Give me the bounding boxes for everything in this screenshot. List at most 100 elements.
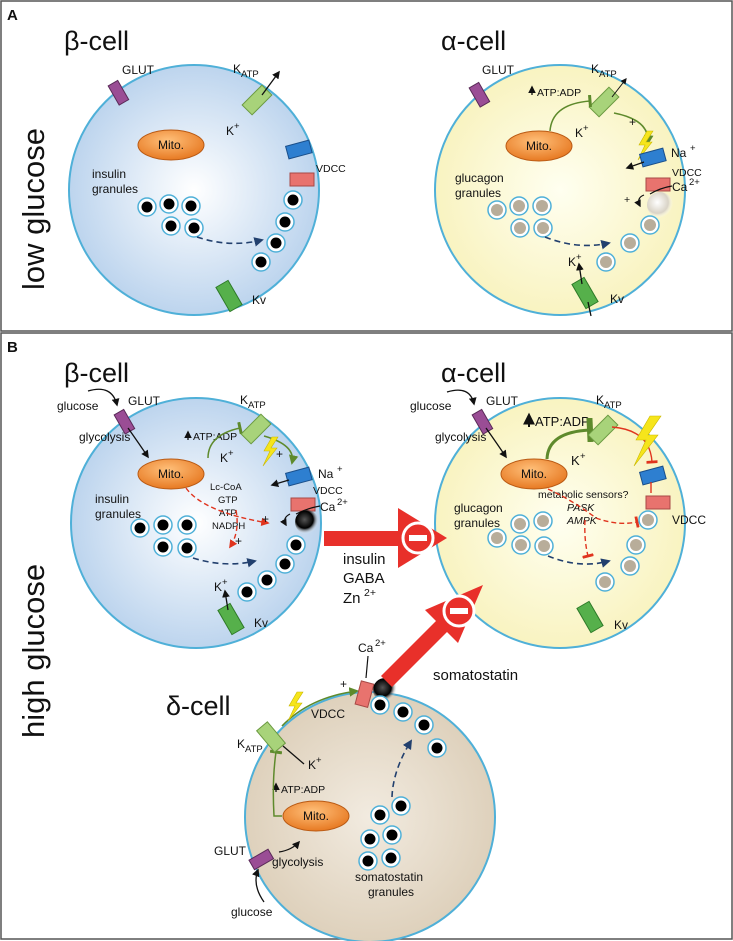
alpha-cell-body bbox=[434, 64, 686, 316]
delta-cell-title: δ-cell bbox=[166, 691, 231, 721]
kv-k-label: K bbox=[568, 255, 576, 269]
atp-adp-label: ATP:ADP bbox=[535, 414, 590, 429]
na-channel bbox=[638, 147, 667, 168]
somatostatin-granules bbox=[358, 695, 447, 871]
glucose-label: glucose bbox=[410, 399, 452, 413]
gtp-label: GTP bbox=[218, 495, 238, 506]
gaba-label: GABA bbox=[343, 570, 385, 587]
k-sup: + bbox=[228, 448, 234, 459]
atp-inhibit-line bbox=[269, 749, 283, 817]
glycolysis-label: glycolysis bbox=[79, 430, 130, 444]
k-label: K bbox=[308, 758, 316, 772]
granules-label-2: granules bbox=[92, 182, 138, 196]
depolarization-arrow bbox=[281, 687, 359, 727]
granules-label-1: glucagon bbox=[455, 171, 504, 185]
glucose-label: glucose bbox=[231, 905, 273, 919]
katp-label: K bbox=[240, 393, 248, 407]
katp-sub: ATP bbox=[241, 69, 259, 80]
granules-label-2: granules bbox=[368, 885, 414, 899]
vdcc-label: VDCC bbox=[311, 707, 345, 721]
kv-channel bbox=[571, 276, 599, 310]
low-glucose-label: low glucose bbox=[16, 128, 51, 290]
k-kv-tail bbox=[587, 301, 592, 317]
glycolysis-arrow bbox=[485, 427, 507, 459]
vdcc-channel bbox=[290, 497, 316, 512]
na-label: Na bbox=[671, 146, 687, 160]
granules-label-1: insulin bbox=[92, 167, 126, 181]
glucose-uptake-arrow bbox=[87, 388, 120, 407]
ca-sup: 2+ bbox=[689, 177, 700, 188]
katp-sub: ATP bbox=[245, 744, 263, 755]
granules-label-2: granules bbox=[454, 516, 500, 530]
panel-b-label: B bbox=[7, 339, 18, 356]
glut-label: GLUT bbox=[128, 394, 161, 408]
delta-cell: GLUT glycolysis glucose Mito. ATP:ADP K … bbox=[214, 638, 496, 941]
k-kv-arrow bbox=[576, 262, 584, 285]
delta-cell-body bbox=[244, 691, 496, 941]
na-sup: + bbox=[690, 143, 696, 154]
pask-label: PASK bbox=[567, 502, 595, 514]
granules-label-2: granules bbox=[95, 507, 141, 521]
katp-label: K bbox=[596, 393, 604, 407]
exocytosis-puff bbox=[647, 192, 673, 218]
lc-coa-label: Lc-CoA bbox=[210, 482, 242, 493]
katp-sub: ATP bbox=[604, 400, 622, 411]
granules-label-2: granules bbox=[455, 186, 501, 200]
glut-transporter bbox=[107, 79, 130, 106]
trafficking-arrow bbox=[544, 236, 611, 250]
mito-label: Mito. bbox=[158, 138, 184, 152]
plus-sign: + bbox=[262, 512, 269, 526]
katp-channel bbox=[240, 413, 272, 445]
vdcc-label: VDCC bbox=[672, 513, 706, 527]
insulin-granules bbox=[130, 515, 306, 602]
vdcc-channel bbox=[645, 177, 671, 192]
k-efflux-arrow bbox=[261, 70, 280, 96]
vdcc-label: VDCC bbox=[313, 485, 343, 497]
beta-cell-title-b: β-cell bbox=[64, 358, 129, 388]
ca-label: Ca bbox=[358, 641, 374, 655]
katp-label: K bbox=[233, 62, 241, 76]
beta-cell-title-a: β-cell bbox=[64, 26, 129, 56]
ca-label: Ca bbox=[672, 180, 688, 194]
zn-sup: 2+ bbox=[364, 587, 376, 599]
atp-inhibit-line bbox=[207, 421, 243, 459]
katp-label: K bbox=[237, 737, 245, 751]
mitochondrion bbox=[137, 129, 205, 161]
glut-label: GLUT bbox=[122, 63, 155, 77]
zn-label: Zn bbox=[343, 590, 361, 607]
amplifying-arrow bbox=[229, 509, 238, 549]
k-sup: + bbox=[576, 252, 582, 263]
k-sup: + bbox=[580, 451, 586, 462]
k-line bbox=[282, 745, 305, 765]
k-efflux-arrow bbox=[611, 78, 627, 98]
depolarization-arrow bbox=[263, 435, 299, 465]
vdcc-label: VDCC bbox=[316, 163, 346, 175]
insulin-granules bbox=[137, 190, 303, 272]
lightning-bolt bbox=[287, 691, 304, 722]
na-influx-arrow bbox=[625, 161, 645, 170]
plus-sign: + bbox=[624, 194, 630, 206]
kv-label: Kv bbox=[614, 618, 628, 632]
exocytosis-puff bbox=[295, 510, 319, 534]
ca-sup: 2+ bbox=[375, 638, 386, 649]
alpha-cell-body bbox=[434, 397, 686, 649]
panel-a-frame bbox=[0, 0, 733, 332]
kv-label: Kv bbox=[610, 292, 624, 306]
kv-channel bbox=[215, 279, 243, 313]
alpha-cell-title-b: α-cell bbox=[441, 358, 506, 388]
mitochondrion bbox=[505, 130, 573, 162]
katp-channel bbox=[588, 86, 620, 118]
glut-label: GLUT bbox=[482, 63, 515, 77]
glycolysis-label: glycolysis bbox=[272, 855, 323, 869]
kv-channel bbox=[217, 602, 245, 636]
na-label: Na bbox=[318, 467, 334, 481]
k-sup: + bbox=[234, 121, 240, 132]
vdcc-channel bbox=[289, 172, 315, 187]
trafficking-arrow bbox=[547, 555, 611, 568]
mitochondrion bbox=[282, 800, 350, 832]
insulin-label: insulin bbox=[343, 551, 386, 568]
atp-adp-label: ATP:ADP bbox=[193, 431, 237, 443]
trafficking-arrow bbox=[192, 557, 257, 568]
metabolic-coupling-arrow bbox=[185, 487, 270, 527]
